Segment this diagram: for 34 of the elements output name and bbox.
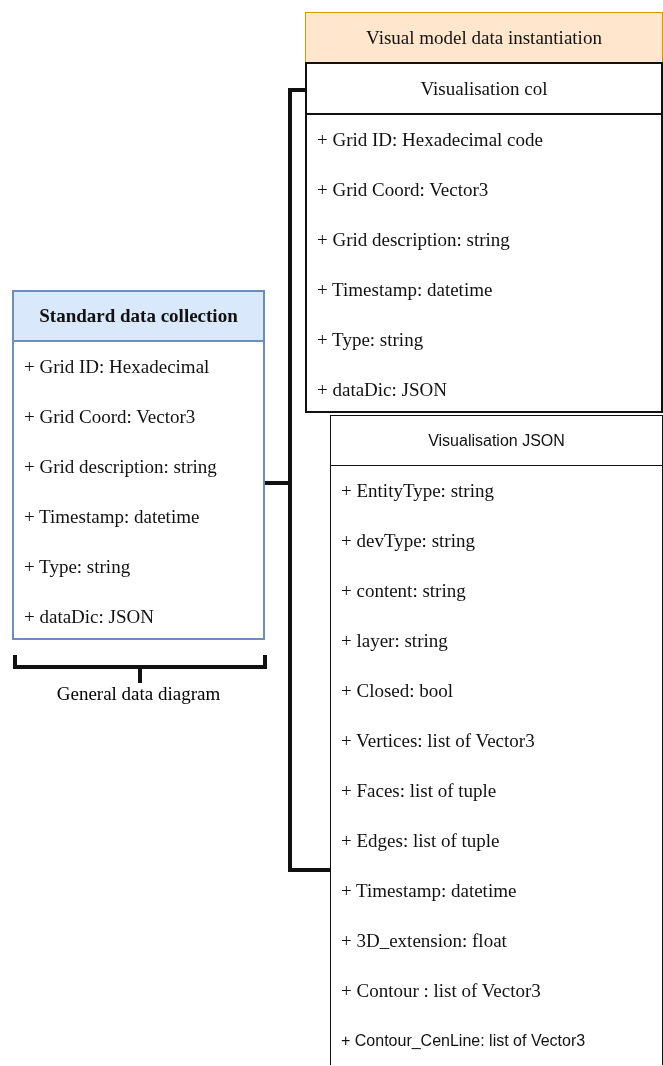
class-title: Visual model data instantiation (365, 27, 603, 49)
attribute-text: + Edges: list of tuple (340, 830, 501, 852)
attribute-text: + content: string (340, 580, 467, 602)
attribute-text: + layer: string (340, 630, 449, 652)
attribute-text: + devType: string (340, 530, 476, 552)
attribute-text: + Grid description: string (316, 229, 511, 251)
attribute-text: + Timestamp: datetime (316, 279, 494, 301)
attribute-text: + Vertices: list of Vector3 (340, 730, 536, 752)
attribute-text: + 3D_extension: float (340, 930, 508, 952)
class-title: Visualisation JSON (427, 431, 566, 450)
attribute-text: + Grid Coord: Vector3 (316, 179, 490, 201)
class-box (12, 290, 265, 640)
connector-line (265, 481, 330, 872)
attribute-text: + Faces: list of tuple (340, 780, 498, 802)
attribute-text: + dataDic: JSON (23, 606, 155, 628)
attribute-text: + Closed: bool (340, 680, 455, 702)
class-title: Visualisation col (419, 77, 549, 100)
class-box (305, 62, 663, 413)
attribute-text: + Contour_CenLine: list of Vector3 (340, 1032, 587, 1050)
attribute-text: + Grid ID: Hexadecimal (23, 356, 211, 378)
class-box (330, 415, 663, 1065)
attribute-text: + Grid Coord: Vector3 (23, 406, 197, 428)
attribute-text: + Grid description: string (23, 456, 218, 478)
header-box (305, 12, 663, 62)
class-title: Standard data collection (38, 305, 239, 327)
attribute-text: + Type: string (316, 329, 425, 351)
attribute-text: + Timestamp: datetime (23, 506, 201, 528)
caption-text: General data diagram (55, 683, 222, 705)
attribute-text: + EntityType: string (340, 480, 495, 502)
attribute-text: + Type: string (23, 556, 132, 578)
attribute-text: + Contour : list of Vector3 (340, 980, 542, 1002)
attribute-text: + Timestamp: datetime (340, 880, 518, 902)
attribute-text: + dataDic: JSON (316, 379, 448, 401)
attribute-text: + Grid ID: Hexadecimal code (316, 129, 544, 151)
